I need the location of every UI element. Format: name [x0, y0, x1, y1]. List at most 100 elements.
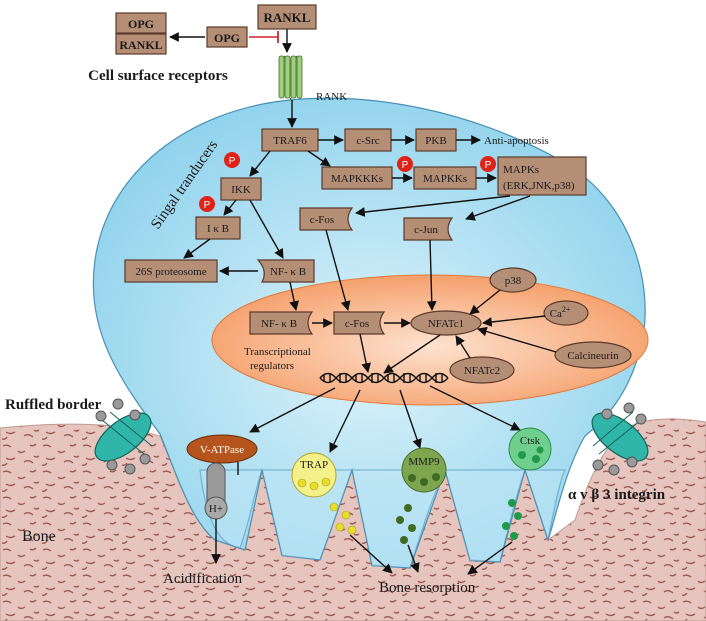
- bone-label: Bone: [22, 528, 56, 545]
- mapks-to-cjun-arrow: [465, 195, 531, 221]
- dna-helix: [319, 372, 449, 384]
- pkb-label: PKB: [425, 135, 446, 147]
- opg-complex-label: OPG: [128, 17, 154, 31]
- integrin-label: α v β 3 integrin: [568, 487, 666, 503]
- cjun-cyto-label: c-Jun: [414, 224, 438, 236]
- rankl-complex-box: [115, 33, 167, 55]
- ctsk-label: Ctsk: [520, 435, 541, 447]
- ctsk-granules: [518, 446, 544, 463]
- traf6-to-mapkkks-arrow: [307, 150, 331, 167]
- trap-granules: [297, 477, 331, 491]
- cjun-into-nucleus-arrow: [426, 239, 437, 311]
- nfkb-cyto-label: NF- κ B: [270, 266, 306, 278]
- anti-apoptosis-label: Anti-apoptosis: [484, 135, 549, 147]
- nfkb-nuc-label: NF- κ B: [261, 318, 297, 330]
- nucleus: [211, 274, 649, 406]
- ikk-to-nfkb-arrow: [249, 199, 284, 259]
- dna-to-mmp9-arrow: [399, 389, 422, 449]
- mapks-box: [497, 156, 587, 196]
- integrin-right-icon: [591, 402, 649, 476]
- mapkkks-label: MAPKKKs: [331, 173, 383, 185]
- ctsk-vesicle: [508, 427, 552, 471]
- mmp9-granules: [408, 473, 440, 486]
- nfatc2-shape: [449, 356, 515, 384]
- traf6-label: TRAF6: [273, 135, 307, 147]
- phospho-mapks-icon: [480, 156, 496, 172]
- vatpase-label: V-ATPase: [200, 444, 244, 456]
- mmp9-label: MMP9: [408, 456, 440, 468]
- opg-complex-box: [115, 12, 167, 34]
- trap-secreted: [329, 502, 357, 535]
- dna-to-trap-arrow: [329, 389, 361, 453]
- p38-to-nfatc1-arrow: [469, 289, 501, 315]
- rank-label: RANK: [316, 91, 347, 103]
- hplus-label: H+: [209, 503, 223, 515]
- vatpase-shape: [186, 434, 258, 464]
- mapks-sub-label: (ERK,JNK,p38): [503, 180, 575, 192]
- nfatc2-label: NFATc2: [464, 365, 500, 377]
- calcineurin-label: Calcineurin: [567, 350, 619, 362]
- nfkb-into-nucleus-arrow: [289, 281, 299, 311]
- cfos-nuc-label: c-Fos: [345, 318, 369, 330]
- nfkb-cyto-shape: [256, 259, 315, 283]
- phospho-ikb-icon: [199, 196, 215, 212]
- nfatc1-shape: [410, 310, 482, 336]
- calcineurin-to-nfatc1-arrow: [477, 326, 557, 353]
- nfatc2-to-nfatc1-arrow: [455, 335, 471, 359]
- ikk-label: IKK: [231, 184, 251, 196]
- cfos-into-nucleus-arrow: [325, 229, 351, 311]
- cfos-to-dna-arrow: [359, 333, 371, 373]
- rankl-top-box: [257, 4, 317, 30]
- nfatc1-to-dna-arrow: [383, 334, 441, 374]
- cfos-cyto-label: c-Fos: [310, 214, 334, 226]
- calcineurin-shape: [554, 341, 632, 369]
- cjun-cyto-shape: [403, 217, 454, 241]
- opg-box: [206, 26, 248, 48]
- nfatc1-label: NFATc1: [428, 318, 464, 330]
- mmp9-secreted: [396, 504, 416, 544]
- mapks-to-cfos-arrow: [355, 195, 511, 217]
- p38-label: p38: [505, 275, 522, 287]
- ikk-to-ikb-arrow: [223, 199, 237, 216]
- cell-surface-receptors-label: Cell surface receptors: [88, 68, 228, 84]
- phospho-ikb-label: P: [204, 200, 211, 211]
- cfos-cyto-shape: [299, 207, 354, 231]
- rankl-top-label: RANKL: [264, 10, 311, 25]
- proteosome-label: 26S proteosome: [135, 266, 206, 278]
- ctsk-secreted: [502, 499, 522, 540]
- trap-to-resorption-arrow: [349, 534, 393, 574]
- dna-to-vatpase-arrow: [249, 387, 336, 433]
- rank-receptor: [278, 55, 303, 101]
- ca-to-nfatc1-arrow: [482, 315, 546, 327]
- phospho-mapks-label: P: [485, 160, 492, 171]
- dna-to-ctsk-arrow: [429, 385, 521, 431]
- bone-resorption-label: Bone resorption: [379, 580, 476, 596]
- nfkb-nuc-shape: [249, 311, 314, 335]
- integrin-left-icon: [94, 398, 153, 475]
- mapkks-label: MAPKKs: [423, 173, 467, 185]
- opg-label: OPG: [214, 31, 240, 45]
- ikb-to-proteosome-arrow: [183, 238, 211, 259]
- regulators-label: regulators: [250, 360, 294, 372]
- phospho-ikk-icon: [224, 152, 240, 168]
- cfos-nuc-shape: [333, 311, 386, 335]
- ca-label: Ca2+: [550, 305, 571, 320]
- phospho-mapkks-label: P: [402, 160, 409, 171]
- proteosome-box: [124, 259, 218, 283]
- trap-label: TRAP: [300, 459, 328, 471]
- csrc-label: c-Src: [356, 135, 379, 147]
- rankl-complex-label: RANKL: [119, 38, 162, 52]
- phospho-ikk-label: P: [229, 156, 236, 167]
- ikb-box: [195, 216, 241, 240]
- ca-shape: [543, 300, 589, 326]
- transcriptional-label: Transcriptional: [244, 346, 311, 358]
- p38-shape: [489, 267, 537, 293]
- phospho-mapkks-icon: [397, 156, 413, 172]
- ctsk-to-resorption-arrow: [467, 541, 513, 575]
- ruffled-border-label: Ruffled border: [5, 397, 102, 413]
- mapks-label: MAPKs: [503, 164, 539, 176]
- mmp9-to-resorption-arrow: [407, 544, 420, 573]
- traf6-to-ikk-arrow: [249, 150, 271, 177]
- ikb-label: I κ B: [207, 223, 229, 235]
